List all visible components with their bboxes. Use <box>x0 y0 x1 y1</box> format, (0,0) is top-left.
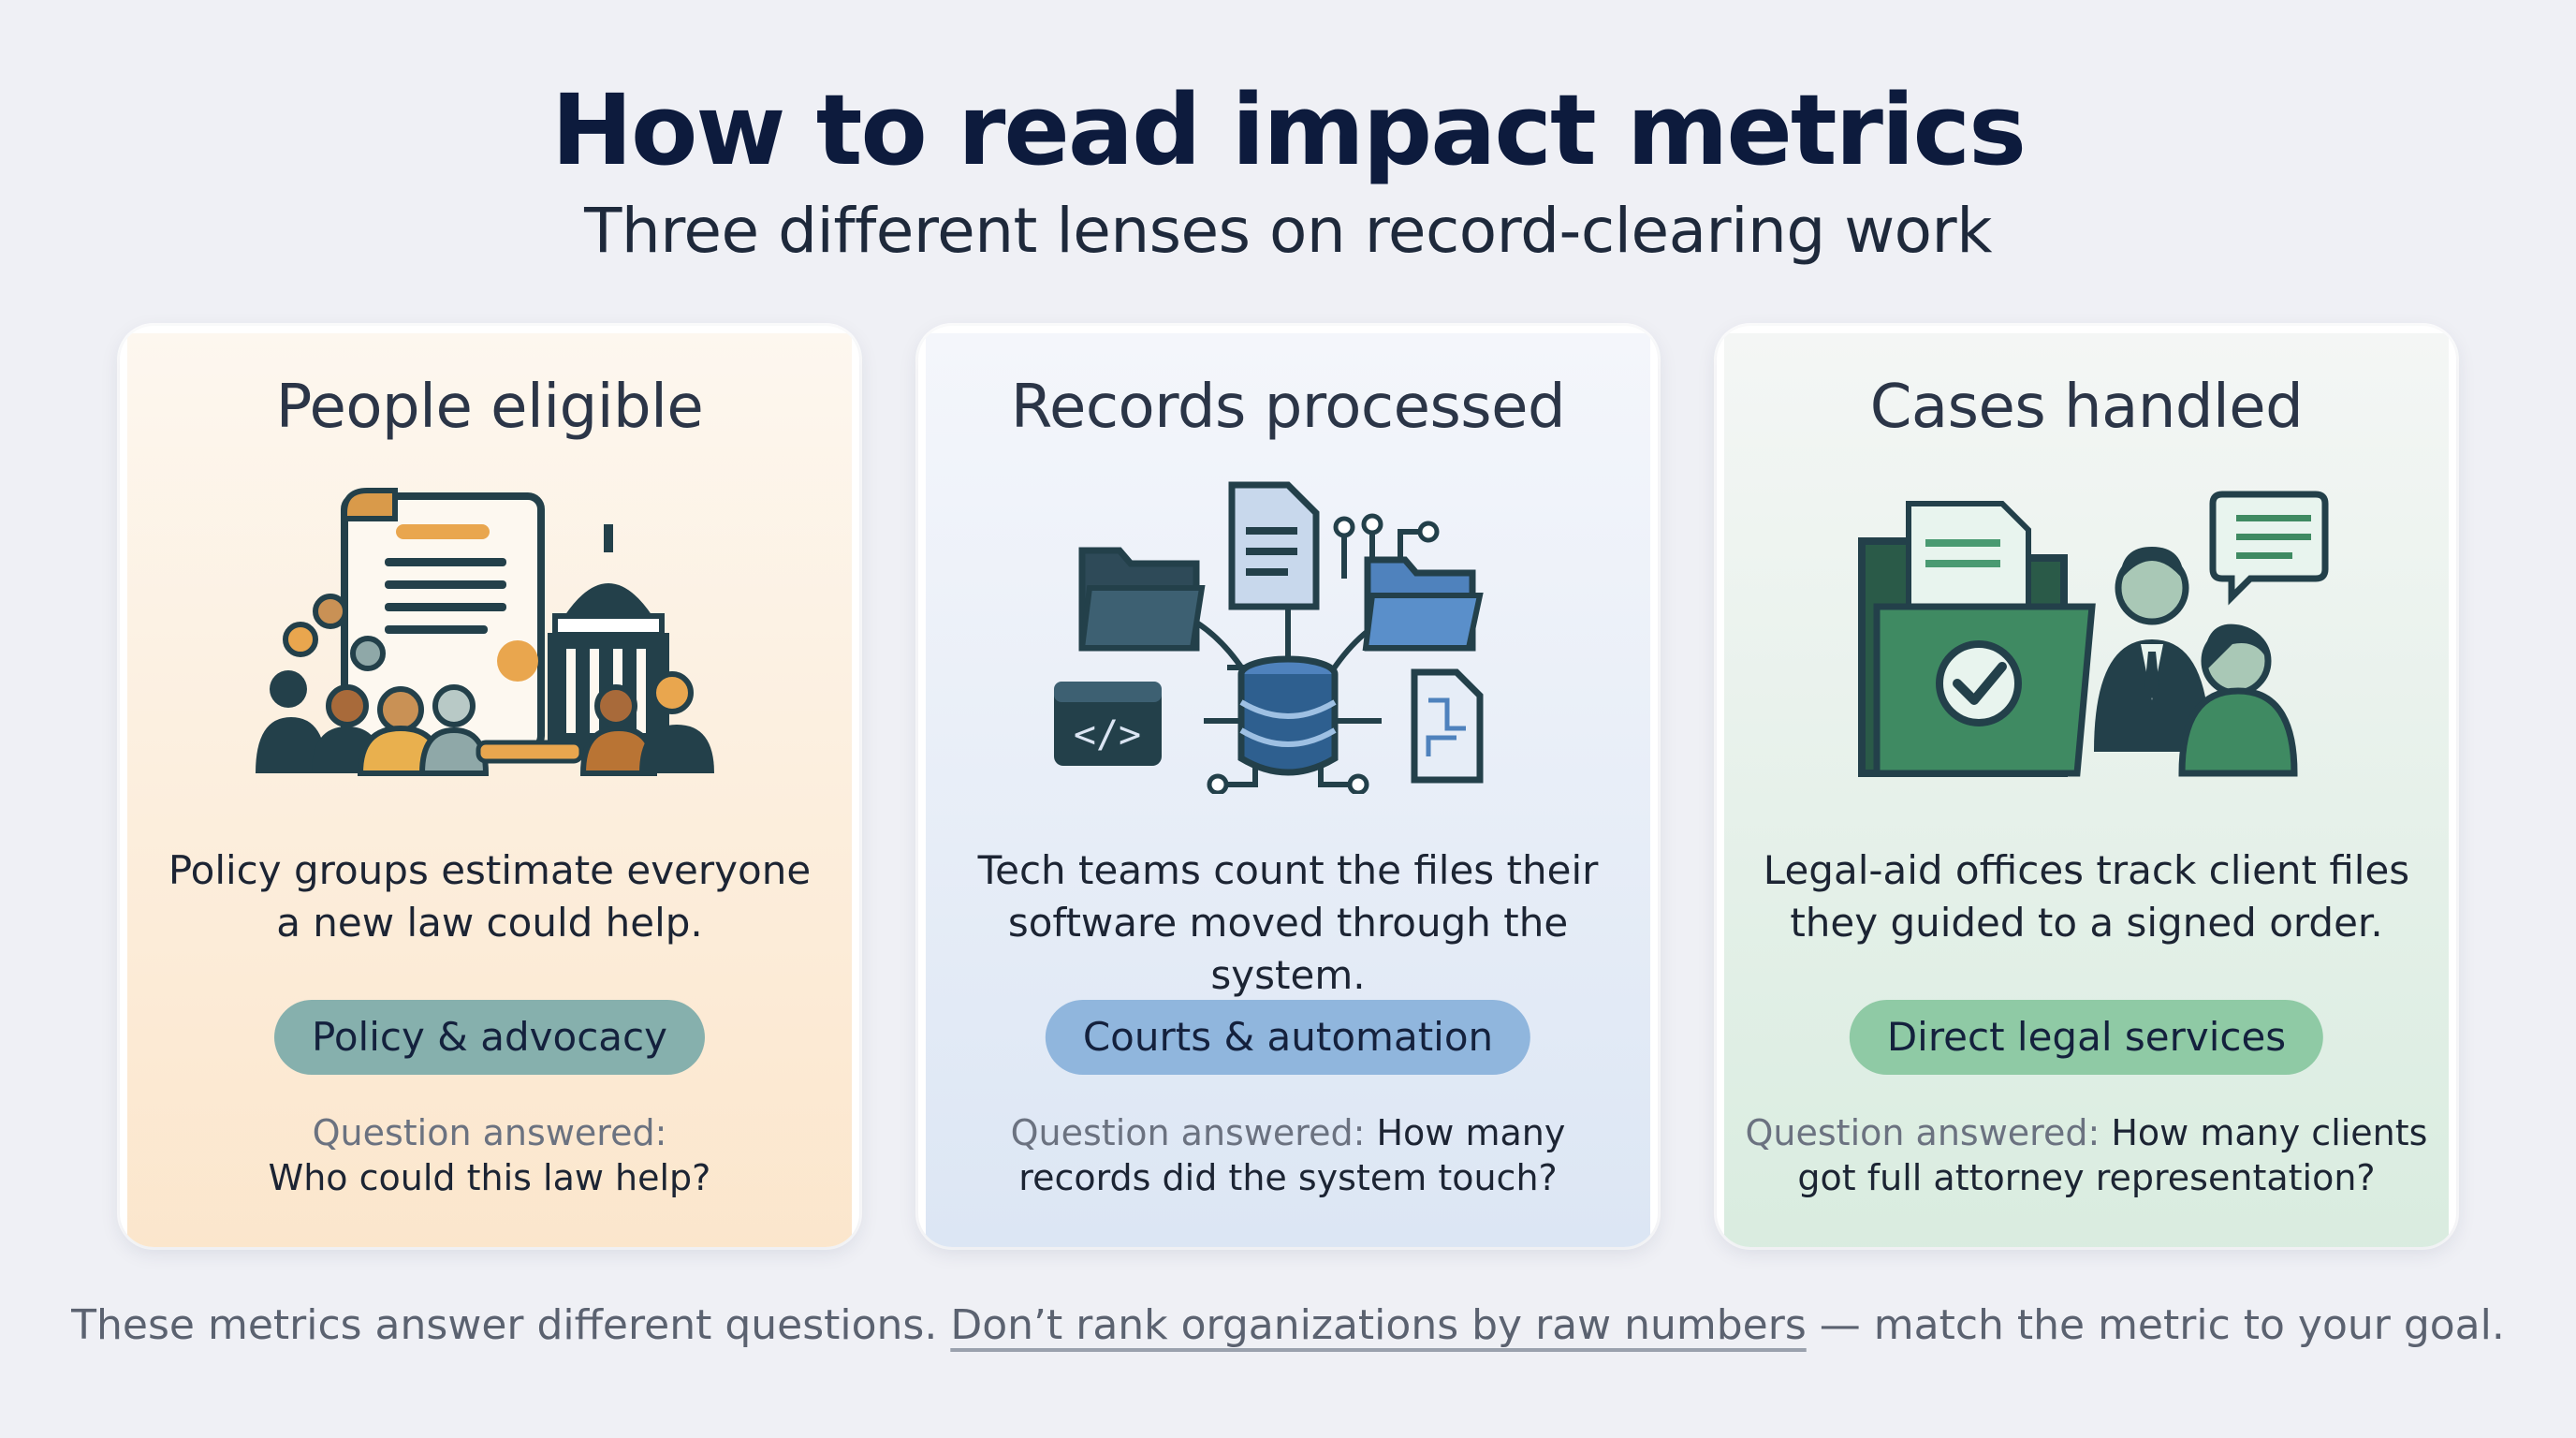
card-people-eligible: People eligible <box>120 326 859 1247</box>
card-description: Policy groups estimate everyone a new la… <box>139 844 841 949</box>
people-capitol-document-icon <box>256 488 714 776</box>
page-title: How to read impact metrics <box>550 73 2027 187</box>
card-title: People eligible <box>275 373 704 442</box>
question-label: Question answered: <box>312 1112 667 1153</box>
folder-check-attorney-client-icon <box>1858 491 2329 777</box>
svg-text:</>: </> <box>1074 713 1141 756</box>
card-description: Tech teams count the files their softwar… <box>937 844 1639 1002</box>
question-text: How many <box>1365 1112 1566 1153</box>
footer-emphasis: Don’t rank organizations by raw numbers <box>950 1301 1807 1349</box>
description-line: they guided to a signed order. <box>1790 900 2383 946</box>
question-text: How many clients <box>2100 1112 2428 1153</box>
question-answered: Question answered: Who could this law he… <box>139 1110 841 1200</box>
description-line: Tech teams count the files their <box>977 847 1599 893</box>
description-line: Legal-aid offices track client files <box>1763 847 2410 893</box>
footer-text: — match the metric to your goal. <box>1806 1301 2505 1349</box>
question-label: Question answered: <box>1745 1112 2100 1153</box>
question-text: Who could this law help? <box>268 1157 711 1198</box>
category-badge: Courts & automation <box>1045 1000 1531 1075</box>
question-label: Question answered: <box>1010 1112 1366 1153</box>
card-upper-panel <box>1724 333 2449 1247</box>
question-answered: Question answered: How many clients got … <box>1735 1110 2437 1200</box>
description-line: Policy groups estimate everyone <box>168 847 812 893</box>
card-title: Cases handled <box>1869 373 2304 442</box>
category-badge: Policy & advocacy <box>274 1000 705 1075</box>
question-answered: Question answered: How many records did … <box>937 1110 1639 1200</box>
description-line: a new law could help. <box>276 900 703 946</box>
card-records-processed: Records processed </> <box>918 326 1658 1247</box>
question-text: got full attorney representation? <box>1797 1157 2376 1198</box>
page-subtitle: Three different lenses on record-clearin… <box>584 195 1992 267</box>
footer-text: These metrics answer different questions… <box>71 1301 951 1349</box>
card-title: Records processed <box>1010 373 1566 442</box>
category-badge: Direct legal services <box>1849 1000 2324 1075</box>
database-files-code-icon: </> <box>1054 481 1484 794</box>
card-description: Legal-aid offices track client files the… <box>1735 844 2437 949</box>
question-text: records did the system touch? <box>1018 1157 1558 1198</box>
footer-note: These metrics answer different questions… <box>0 1301 2576 1349</box>
card-upper-panel <box>127 333 852 1247</box>
description-line: software moved through the system. <box>1007 900 1569 998</box>
card-cases-handled: Cases handled Legal-aid offices track cl… <box>1717 326 2456 1247</box>
